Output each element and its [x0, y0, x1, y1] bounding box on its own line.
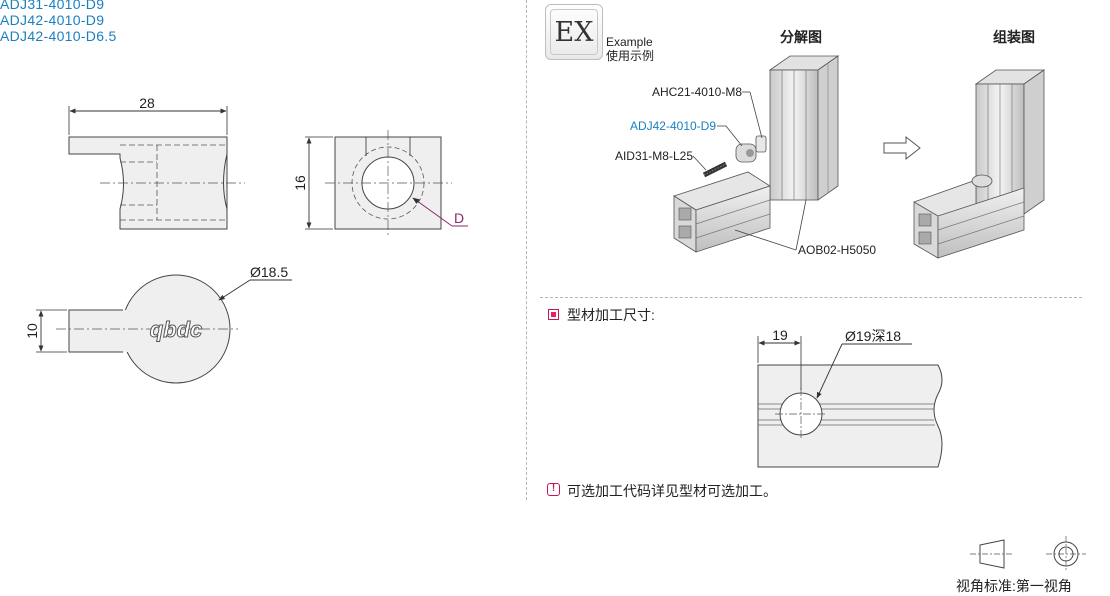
dim-28: 28 [139, 95, 155, 111]
callout-adj: ADJ42-4010-D9 [630, 119, 716, 133]
truncated-cone-icon [979, 539, 1005, 569]
technical-drawing: 28 16 D qbdc 10 Ø18.5 [24, 95, 468, 384]
machining-dim-hole: Ø19深18 [845, 328, 901, 344]
horizontal-divider [540, 297, 1082, 298]
vertical-divider [526, 0, 527, 500]
exploded-vertical-profile [768, 55, 840, 201]
assembled-view-title: 组装图 [993, 29, 1035, 45]
side-view: 28 [68, 95, 245, 230]
part-number: ADJ42-4010-D6.5 [0, 28, 117, 44]
example-badge-text: EX [550, 9, 598, 55]
concentric-circles-icon [1046, 536, 1086, 572]
dim-10: 10 [24, 323, 40, 339]
bottom-view: qbdc 10 Ø18.5 [24, 264, 292, 384]
dim-16: 16 [292, 175, 308, 191]
callout-aob: AOB02-H5050 [798, 243, 876, 257]
part-number-list: ADJ31-4010-D9 ADJ42-4010-D9 ADJ42-4010-D… [0, 0, 117, 44]
projection-label: 视角标准:第一视角 [956, 578, 1072, 594]
assembly-arrow-icon [883, 135, 921, 161]
example-label-en: Example [606, 35, 653, 49]
exploded-view-title: 分解图 [780, 29, 822, 45]
end-view: 16 D [292, 130, 468, 238]
section-marker-icon [548, 309, 559, 320]
machining-dim-19: 19 [772, 327, 788, 343]
machining-drawing: 19 Ø19深18 [757, 327, 943, 468]
warning-icon: ! [547, 483, 560, 496]
machining-note: 可选加工代码详见型材可选加工。 [567, 483, 777, 499]
exploded-hardware [702, 135, 767, 178]
part-number: ADJ42-4010-D9 [0, 12, 105, 28]
machining-title: 型材加工尺寸: [567, 307, 655, 323]
exploded-horizontal-profile [673, 171, 771, 253]
example-badge: EX [545, 4, 603, 60]
assembled-profile [913, 69, 1046, 259]
callout-ahc: AHC21-4010-M8 [652, 85, 742, 99]
dim-d: D [454, 210, 464, 226]
projection-symbol [970, 536, 1086, 572]
part-number: ADJ31-4010-D9 [0, 0, 105, 12]
example-illustration: AHC21-4010-M8 ADJ42-4010-D9 AID31-M8-L25… [615, 55, 1046, 259]
dim-dia: Ø18.5 [250, 264, 288, 280]
example-label-cn: 使用示例 [606, 49, 655, 63]
callout-aid: AID31-M8-L25 [615, 149, 693, 163]
qbdc-logo: qbdc [150, 317, 203, 342]
